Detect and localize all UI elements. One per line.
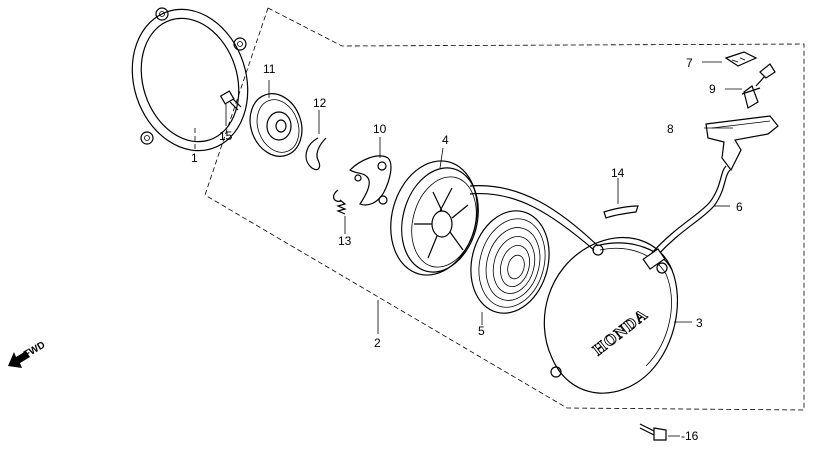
callout-3: 3	[696, 316, 703, 330]
fwd-indicator: FWD	[8, 340, 47, 368]
recoil-cover: HONDA	[543, 237, 692, 394]
callout-16-number: 16	[685, 429, 699, 443]
gasket-ring	[131, 7, 249, 152]
callout-12: 12	[313, 96, 327, 110]
callout-14: 14	[611, 166, 625, 180]
handle-knob	[725, 63, 776, 109]
callout-9: 9	[709, 82, 716, 96]
fwd-label: FWD	[22, 340, 47, 361]
ratchet-pawl	[349, 137, 392, 206]
callout-1: 1	[191, 151, 198, 165]
assembly-outline	[194, 7, 805, 411]
ratchet-spring	[332, 189, 347, 234]
clip-plate	[702, 51, 758, 67]
recoil-spring	[470, 210, 550, 325]
rope-guide	[603, 178, 639, 219]
flange-bolt	[639, 423, 680, 441]
callout-11: 11	[263, 62, 276, 76]
callout-8: 8	[667, 122, 674, 136]
callout-15: 15	[219, 129, 233, 143]
callout-2: 2	[374, 336, 381, 350]
leader-lines	[377, 127, 733, 334]
arrow-left-down-icon	[8, 351, 30, 368]
recoil-reel	[390, 147, 479, 276]
clip	[305, 110, 327, 171]
callout-labels: 1 2 3 4 5 6 7 8 9 10 11 12 13 14 15 -16	[191, 56, 743, 443]
callout-16: -16	[681, 429, 699, 443]
callout-7: 7	[686, 56, 693, 70]
callout-5: 5	[478, 324, 485, 338]
drive-flange	[249, 80, 303, 157]
callout-13: 13	[338, 234, 352, 248]
callout-6: 6	[736, 200, 743, 214]
starter-rope	[469, 165, 731, 270]
small-bolt	[219, 90, 242, 126]
starter-handle	[705, 115, 779, 172]
callout-10: 10	[373, 122, 387, 136]
callout-4: 4	[442, 133, 449, 147]
